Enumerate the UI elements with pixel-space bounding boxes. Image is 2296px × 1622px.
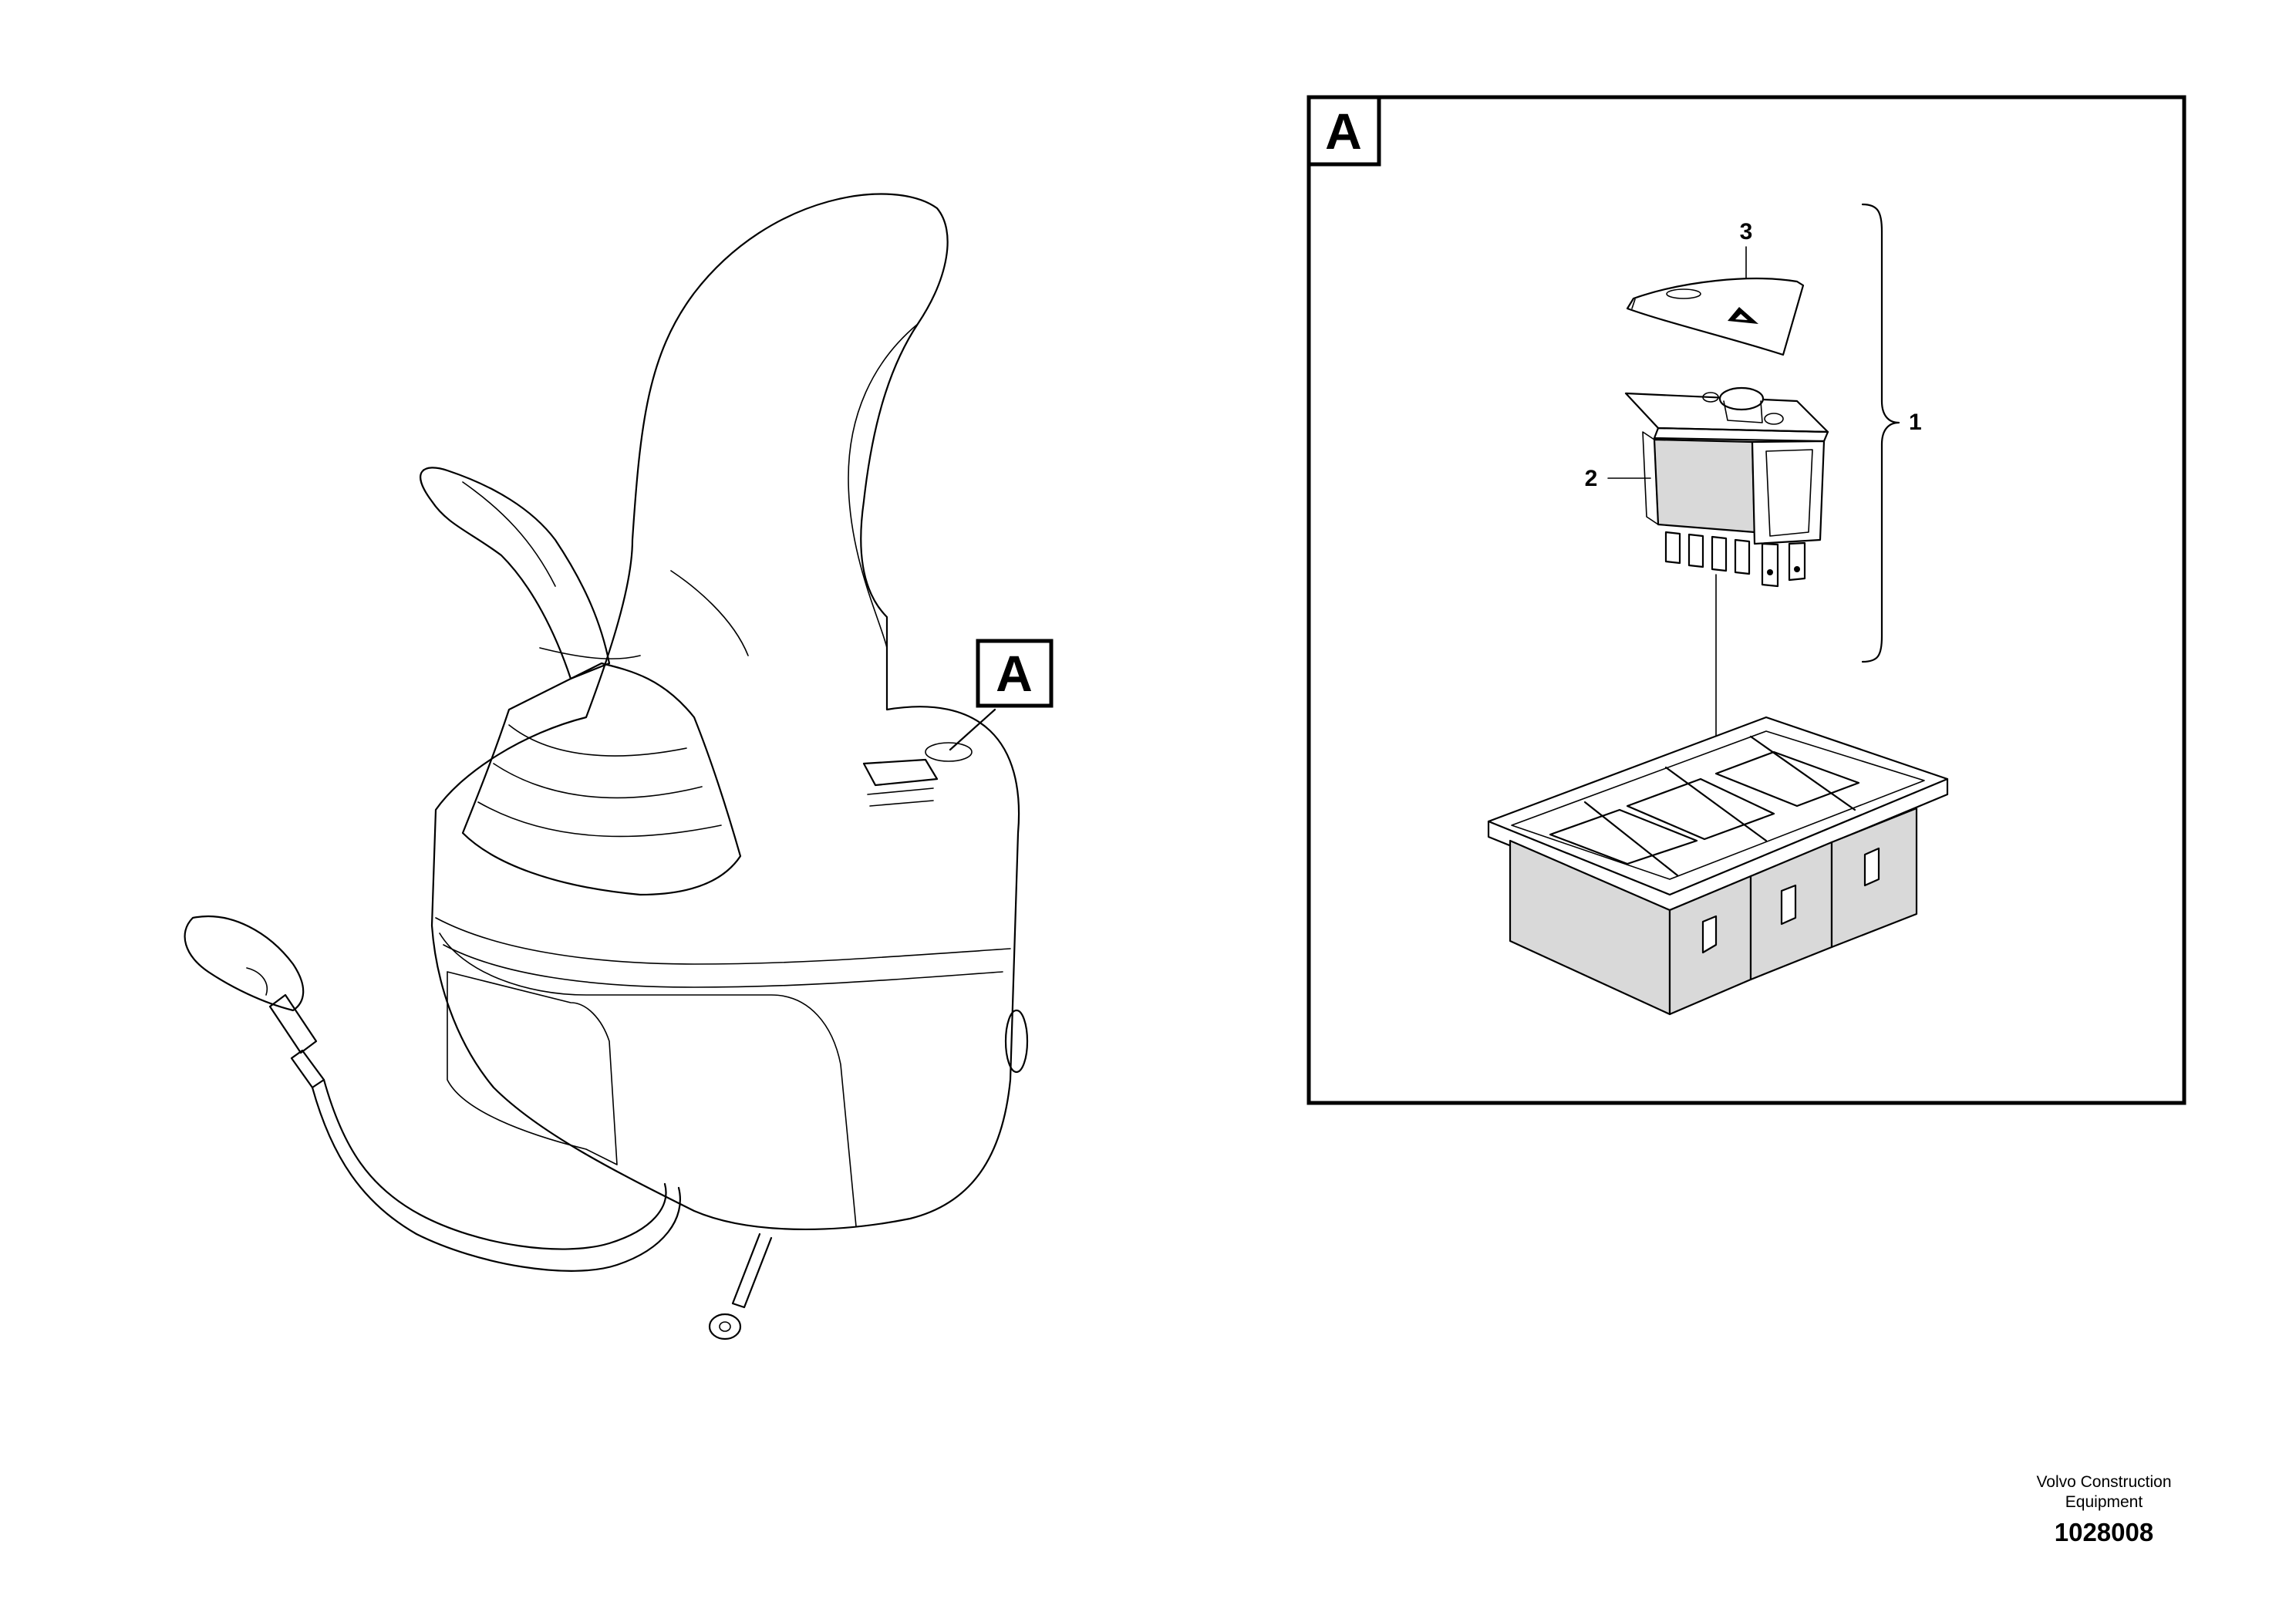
console-band-lower [443, 944, 1003, 988]
callout-3: 3 [1740, 219, 1753, 244]
console-inner-curve [848, 323, 919, 649]
switch-housing [1487, 716, 1949, 1016]
ground-strap [708, 1233, 773, 1340]
callout-2: 2 [1585, 466, 1598, 491]
console-front-face [439, 932, 857, 1227]
switch-pins [1664, 531, 1806, 588]
cable-connector [184, 916, 681, 1272]
console-band [435, 917, 1011, 965]
footer-company-line1: Volvo Construction [2036, 1473, 2171, 1491]
marker-leader [949, 708, 996, 751]
detail-panel-a: A [1306, 95, 2186, 1105]
footer-company-line2: Equipment [2065, 1493, 2143, 1511]
console-side-panel [447, 971, 618, 1165]
callout-1: 1 [1909, 410, 1922, 435]
assembly-bracket [1861, 203, 1900, 663]
console-switch-opening [862, 742, 973, 807]
rocker-switch [1624, 386, 1829, 588]
detail-panel-frame [1306, 95, 2186, 1105]
console-body [430, 193, 1020, 1231]
warning-triangle-icon [1728, 307, 1758, 324]
rocker-cap [1626, 278, 1805, 356]
detail-marker-letter: A [996, 645, 1033, 702]
console-side-button [1004, 1009, 1029, 1074]
joystick-boot [461, 662, 742, 896]
joystick-grip [420, 467, 611, 680]
console-inner-edge [670, 570, 749, 656]
drawing-number: 1028008 [2055, 1518, 2153, 1546]
footer-block: Volvo Construction Equipment 1028008 [2036, 1473, 2171, 1546]
joystick-console-illustration [184, 193, 1029, 1340]
detail-marker-a: A [976, 639, 1054, 708]
detail-panel-letter: A [1325, 103, 1362, 160]
detail-panel-label-box [1306, 95, 1381, 167]
